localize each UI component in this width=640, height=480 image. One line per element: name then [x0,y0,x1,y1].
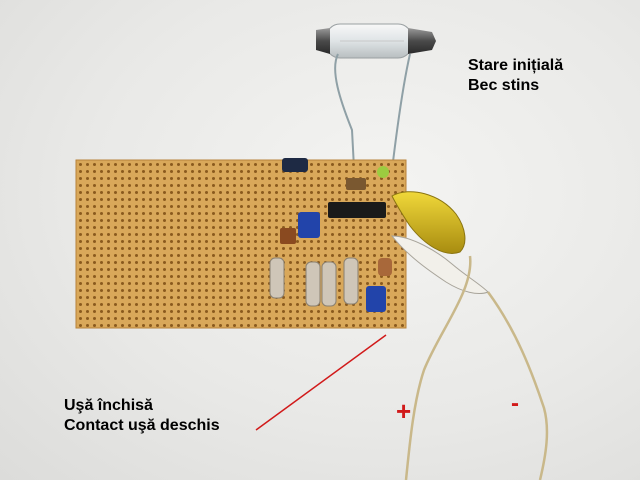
blue-capacitor [366,286,386,312]
bulb-lead-left [334,53,355,169]
bulb-right-cap [408,28,436,54]
wire-negative [486,291,549,480]
bulb-lead-right [391,53,411,171]
wire-positive [404,255,472,480]
ic-chip [328,202,386,218]
trimmer-potentiometer [298,212,320,238]
caption-initial-state: Stare inițială Bec stins [468,56,563,96]
capacitor [280,228,296,244]
caption-door-state-line1: Uşă închisă [64,397,153,414]
polarity-plus-label: + [396,396,412,426]
caption-initial-state-line2: Bec stins [468,77,540,94]
bulb-left-cap [316,28,330,54]
polarity-minus-label: - [511,390,519,417]
components [269,158,392,312]
transistor [282,158,308,172]
bulb [316,23,436,59]
led [377,166,389,178]
annotation-pointer [255,334,387,431]
resistor-row [269,257,392,307]
yellow-clip [391,191,466,254]
resistor-top [346,178,366,190]
caption-door-state-line2: Contact uşă deschis [64,417,220,434]
caption-initial-state-line1: Stare inițială [468,57,564,74]
caption-door-state: Uşă închisă Contact uşă deschis [64,396,220,436]
